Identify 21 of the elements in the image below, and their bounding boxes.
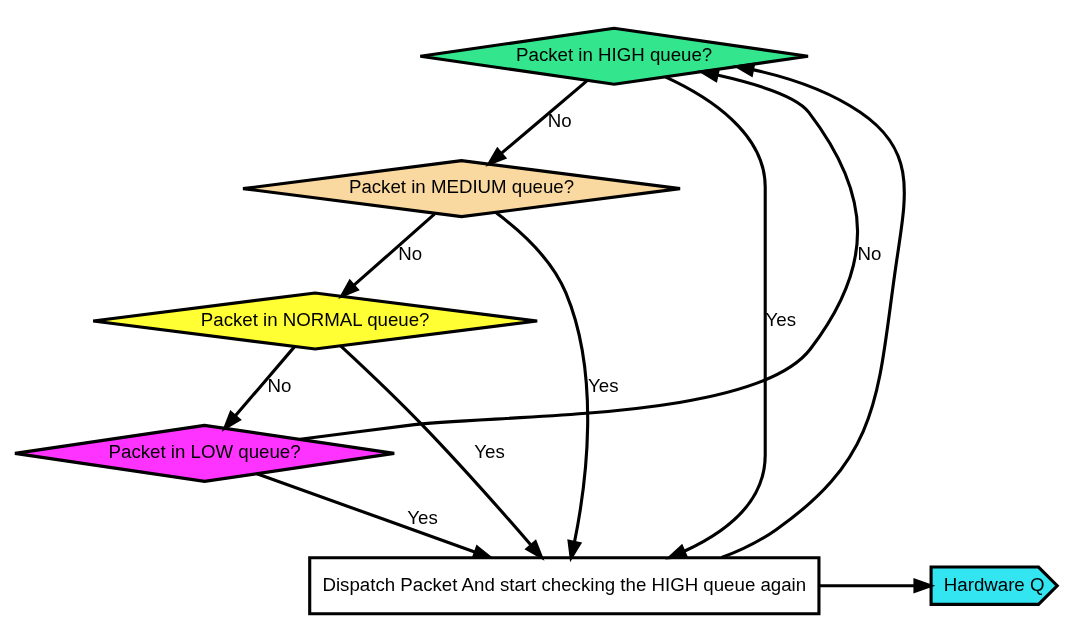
arrow: [494, 211, 590, 563]
arrow: [819, 578, 936, 594]
edge-label: Yes: [588, 375, 619, 397]
node-box: Dispatch Packet And start checking the HIGH queue again: [308, 556, 821, 616]
edge-label: Yes: [407, 507, 438, 529]
node-diamond: Packet in NORMAL queue?: [91, 291, 539, 351]
edge-label: No: [398, 242, 423, 264]
arrow: [256, 472, 495, 560]
arrow: [721, 62, 906, 560]
arrow: [664, 75, 767, 560]
edge-label: No: [267, 375, 292, 397]
edge-label: No: [547, 110, 572, 132]
node-diamond: Packet in MEDIUM queue?: [241, 159, 682, 219]
edge-label: Yes: [474, 441, 505, 463]
arrow: [338, 212, 436, 299]
arrow: [485, 79, 588, 167]
arrow: [339, 344, 545, 561]
edge-label: No: [857, 242, 882, 264]
node-diamond: Packet in LOW queue?: [13, 423, 396, 483]
arrow: [299, 67, 859, 441]
arrow: [221, 345, 296, 432]
